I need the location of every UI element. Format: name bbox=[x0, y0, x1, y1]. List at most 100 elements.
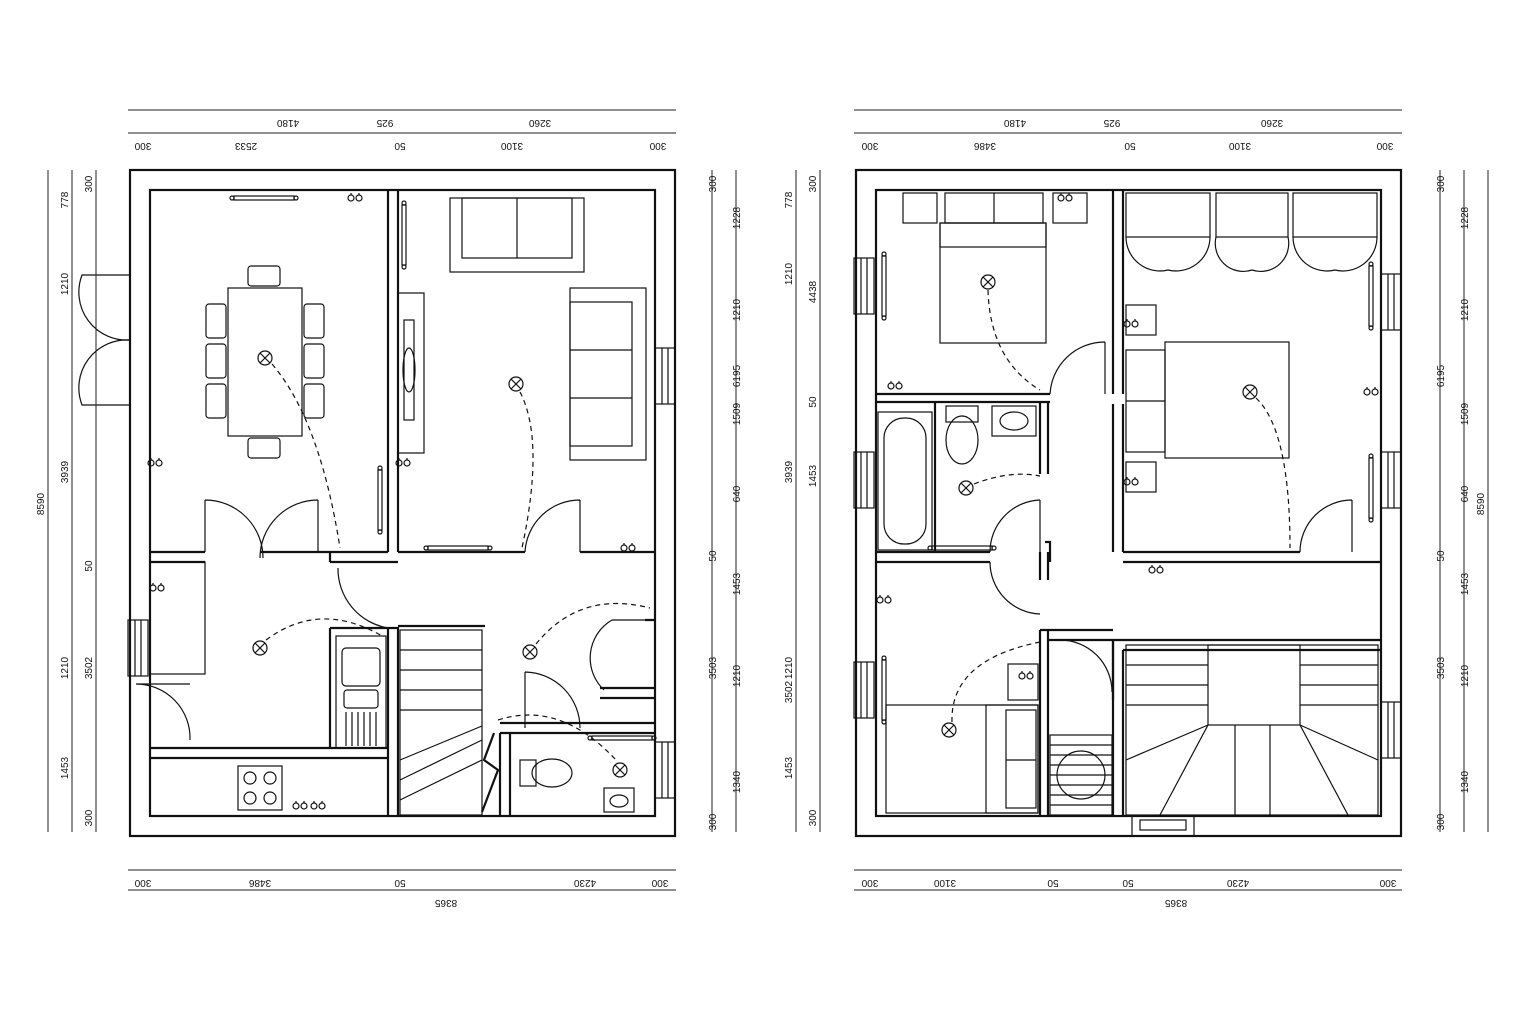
ff-right-total: 6195 bbox=[1436, 364, 1447, 387]
ff-right-4: 640 bbox=[1460, 485, 1471, 502]
gf-bottom-total: 8365 bbox=[434, 897, 457, 908]
ff-right-9: 1340 bbox=[1460, 770, 1471, 793]
ff-right-total2: 8590 bbox=[1476, 492, 1487, 515]
tv-unit bbox=[397, 292, 425, 454]
gf-top-inner-3: 3100 bbox=[500, 140, 523, 151]
gf-top-outer-0: 4180 bbox=[276, 117, 299, 128]
gf-bottom-inner-3: 4230 bbox=[573, 877, 596, 888]
first-exterior-wall-inner bbox=[874, 188, 1383, 818]
gf-top-inner-2: 50 bbox=[394, 140, 406, 151]
gf-left-outer-1: 50 bbox=[84, 560, 95, 572]
ff-right-8: 1210 bbox=[1460, 664, 1471, 687]
boiler-cupboard bbox=[1049, 734, 1113, 816]
first-dimension-labels: 4180 925 3260 300 3486 50 3100 300 300 3… bbox=[784, 117, 1487, 908]
gf-top-inner-4: 300 bbox=[649, 140, 666, 151]
ff-top-inner-3: 3100 bbox=[1228, 140, 1251, 151]
ff-top-inner-2: 50 bbox=[1124, 140, 1136, 151]
ff-top-outer-1: 925 bbox=[1103, 117, 1120, 128]
ff-top-inner-1: 3486 bbox=[973, 140, 996, 151]
double-bed-2 bbox=[1125, 304, 1290, 493]
gf-bottom-inner-1: 3486 bbox=[248, 877, 271, 888]
gf-left-outer-0: 3939 bbox=[60, 460, 71, 483]
gf-bottom-inner-0: 300 bbox=[134, 877, 151, 888]
gf-left-total: 8590 bbox=[36, 492, 47, 515]
gf-top-inner-0: 300 bbox=[134, 140, 151, 151]
gf-right-9: 1340 bbox=[732, 770, 743, 793]
ff-top-inner-4: 300 bbox=[1376, 140, 1393, 151]
gf-left-inner-0: 300 bbox=[84, 175, 95, 192]
gf-left-inner-3: 1210 bbox=[60, 656, 71, 679]
ff-bottom-inner-5: 300 bbox=[1379, 877, 1396, 888]
ff-left-inner-1: 778 bbox=[784, 191, 795, 208]
ff-right-6: 1453 bbox=[1460, 572, 1471, 595]
gf-left-inner-4: 1453 bbox=[60, 756, 71, 779]
gf-bottom-inner-2: 50 bbox=[394, 877, 406, 888]
ff-right-1: 1228 bbox=[1460, 206, 1471, 229]
ff-right-5: 50 bbox=[1436, 550, 1447, 562]
sofa-top bbox=[449, 197, 585, 273]
ff-left-outer-1: 3502 bbox=[784, 680, 795, 703]
ff-bottom-inner-4: 4230 bbox=[1226, 877, 1249, 888]
ground-doors bbox=[78, 274, 655, 741]
ff-right-2: 1210 bbox=[1460, 298, 1471, 321]
ff-top-outer-0: 4180 bbox=[1003, 117, 1026, 128]
ff-bottom-inner-0: 300 bbox=[861, 877, 878, 888]
ground-exterior-wall-outer bbox=[128, 168, 677, 838]
gf-right-2: 1210 bbox=[732, 298, 743, 321]
first-interior-walls bbox=[876, 190, 1381, 816]
ground-staircase bbox=[399, 629, 500, 816]
ground-exterior-wall-inner bbox=[148, 188, 657, 818]
ff-left-outer-0: 3939 bbox=[784, 460, 795, 483]
bathtub bbox=[877, 411, 933, 551]
kitchen-cabinet bbox=[149, 561, 206, 675]
wardrobes-right bbox=[1125, 192, 1378, 272]
ff-right-0: 300 bbox=[1436, 175, 1447, 192]
sofa-right bbox=[569, 287, 647, 461]
gf-right-1: 1228 bbox=[732, 206, 743, 229]
first-dimension-lines bbox=[795, 109, 1489, 891]
ff-left-inner-4: 1453 bbox=[784, 756, 795, 779]
dining-table bbox=[205, 265, 325, 459]
ground-floor-plan bbox=[78, 168, 677, 838]
first-staircase bbox=[1125, 644, 1379, 837]
ff-left-mid-2: 1453 bbox=[808, 464, 819, 487]
ff-bottom-total: 8365 bbox=[1164, 897, 1187, 908]
gf-right-3: 1509 bbox=[732, 402, 743, 425]
double-bed-1 bbox=[939, 222, 1047, 344]
gf-left-inner-1: 778 bbox=[60, 191, 71, 208]
ff-bottom-inner-2: 50 bbox=[1047, 877, 1059, 888]
gf-right-7: 3503 bbox=[708, 656, 719, 679]
ground-wc bbox=[519, 758, 635, 813]
ground-dimension-labels: 4180 925 3260 300 2533 50 3100 300 300 3… bbox=[36, 117, 743, 908]
cooktop bbox=[237, 765, 283, 811]
ff-right-7: 3503 bbox=[1436, 656, 1447, 679]
ff-left-inner-3: 1210 bbox=[784, 656, 795, 679]
ff-left-inner-5: 300 bbox=[808, 809, 819, 826]
gf-right-4: 640 bbox=[732, 485, 743, 502]
single-bed bbox=[885, 663, 1039, 814]
gf-right-10: 300 bbox=[708, 813, 719, 830]
ff-left-mid-1: 50 bbox=[808, 396, 819, 408]
gf-right-6: 1453 bbox=[732, 572, 743, 595]
ground-dimension-lines bbox=[47, 109, 737, 891]
toilet-upstairs bbox=[945, 405, 979, 465]
gf-right-8: 1210 bbox=[732, 664, 743, 687]
ff-top-outer-2: 3260 bbox=[1260, 117, 1283, 128]
gf-left-inner-2: 1210 bbox=[60, 272, 71, 295]
ground-interior-walls bbox=[150, 190, 655, 816]
gf-bottom-inner-4: 300 bbox=[651, 877, 668, 888]
ff-left-inner-0: 300 bbox=[808, 175, 819, 192]
ff-bottom-inner-3: 50 bbox=[1122, 877, 1134, 888]
ff-left-inner-2: 1210 bbox=[784, 262, 795, 285]
ff-right-3: 1509 bbox=[1460, 402, 1471, 425]
gf-left-inner-5: 300 bbox=[84, 809, 95, 826]
kitchen-sink bbox=[335, 635, 387, 749]
ff-left-mid-0: 4438 bbox=[808, 280, 819, 303]
first-floor-plan bbox=[853, 168, 1403, 838]
gf-right-5: 50 bbox=[708, 550, 719, 562]
gf-left-outer-2: 3502 bbox=[84, 656, 95, 679]
gf-right-total: 6195 bbox=[732, 364, 743, 387]
gf-top-outer-2: 3260 bbox=[528, 117, 551, 128]
wardrobe-top bbox=[902, 192, 1088, 224]
ff-top-inner-0: 300 bbox=[861, 140, 878, 151]
